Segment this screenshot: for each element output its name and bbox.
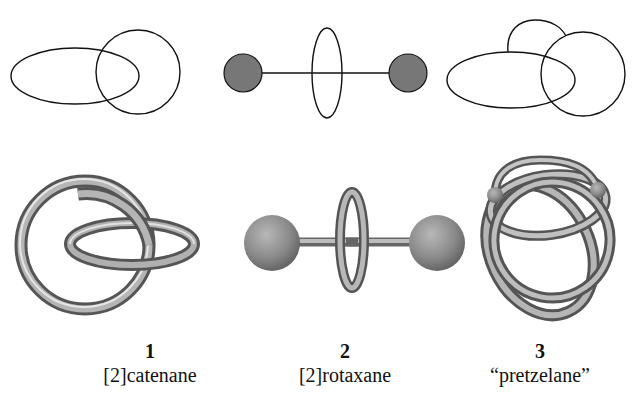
compound-number: 3 xyxy=(535,340,545,362)
render-rotaxane xyxy=(244,192,465,288)
compound-number: 1 xyxy=(145,340,155,362)
render-catenane xyxy=(20,179,194,309)
compound-name: [2]rotaxane xyxy=(299,364,391,386)
schematic-catenane xyxy=(11,30,180,114)
compound-name: [2]catenane xyxy=(103,364,196,386)
compound-number: 2 xyxy=(340,340,350,362)
schematic-pretzelane xyxy=(447,20,625,116)
compound-name: “pretzelane” xyxy=(490,364,590,386)
render-pretzelane xyxy=(466,160,619,333)
schematic-rotaxane xyxy=(224,28,427,118)
